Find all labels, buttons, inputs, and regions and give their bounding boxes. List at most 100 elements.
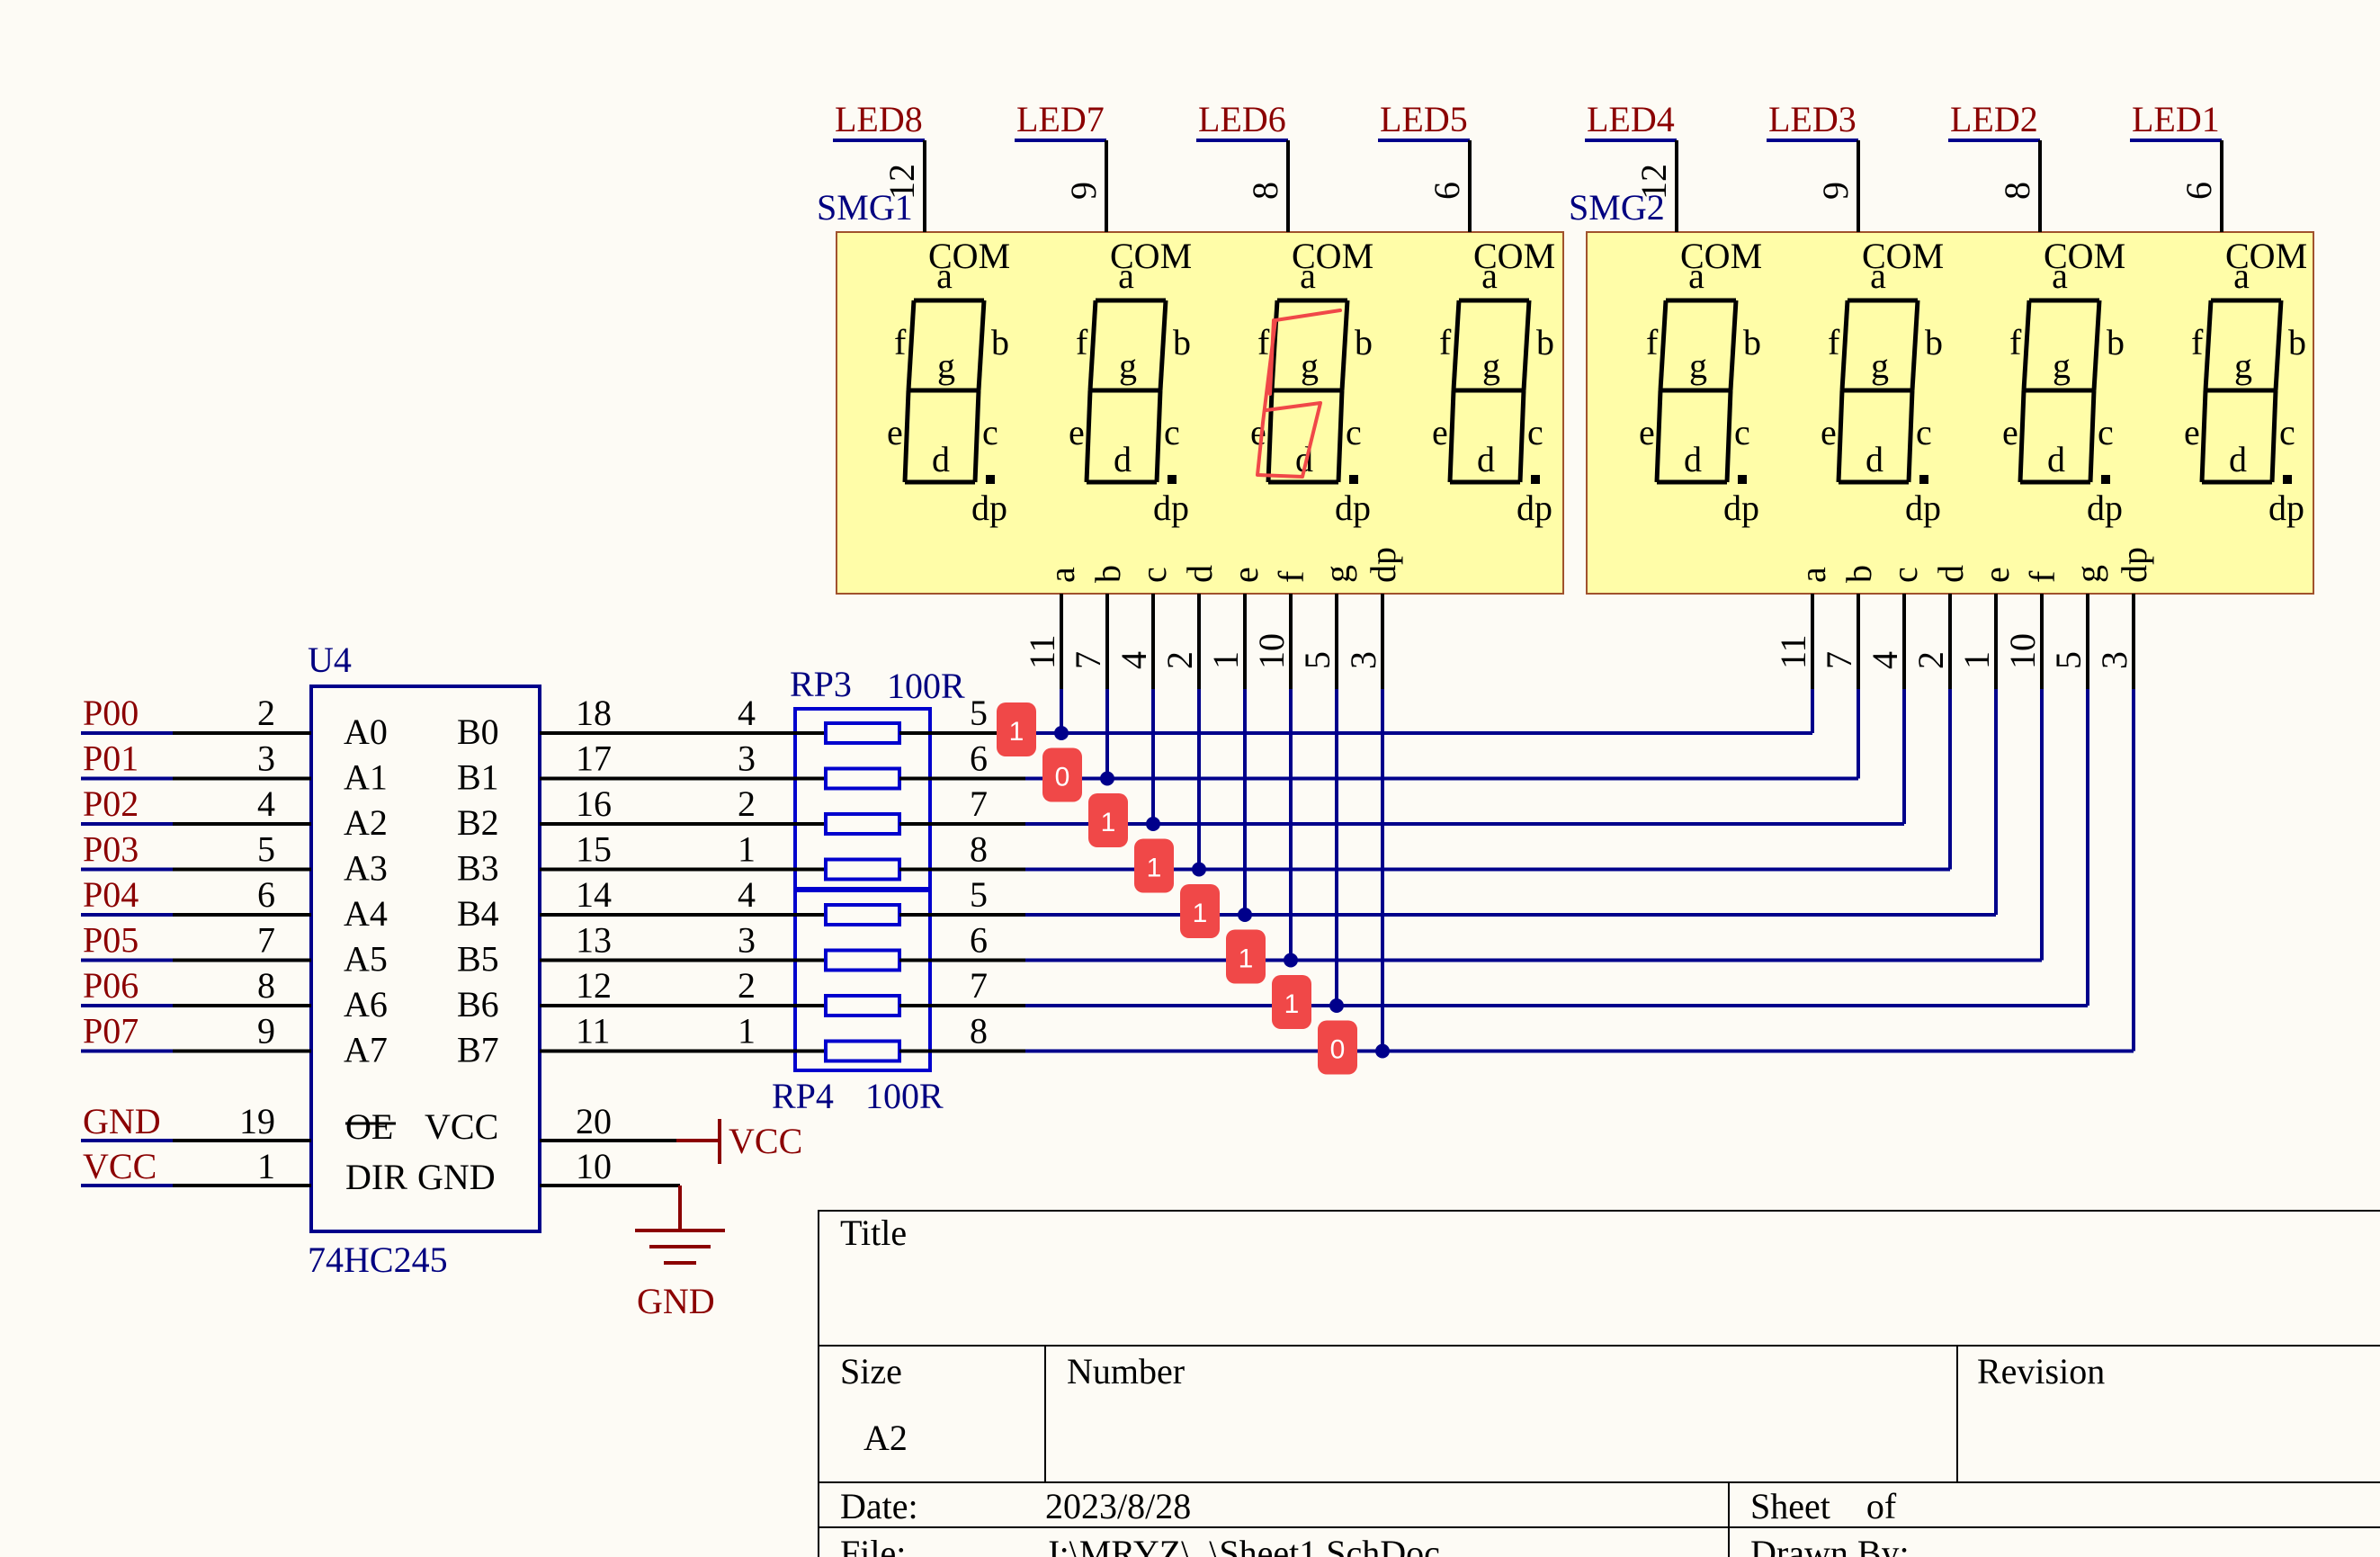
sheet-label: Sheet of [1750, 1486, 1897, 1526]
segment-label-g: g [937, 345, 955, 386]
title-label: Title [840, 1212, 907, 1253]
display-smg1-body[interactable] [836, 231, 1564, 595]
segment-pin-name: b [1839, 565, 1879, 583]
segment-e [1084, 389, 1093, 483]
pin-name: A0 [344, 711, 388, 752]
segment-pin-number: 5 [1297, 651, 1338, 669]
segment-e [1654, 389, 1663, 483]
segment-b [1910, 300, 1920, 391]
net-label-led1: LED1 [2132, 99, 2220, 139]
segment-pin-name: g [1317, 565, 1357, 583]
segment-label-b: b [1925, 322, 1943, 362]
resistor-pin-number: 3 [738, 920, 756, 961]
segment-pin-number: 4 [1865, 651, 1905, 669]
pin-name: B0 [457, 711, 499, 752]
segment-label-dp: dp [1905, 488, 1941, 528]
net-label-led6: LED6 [1198, 99, 1286, 139]
segment-label-f: f [1828, 322, 1840, 362]
segment-label-d: d [1684, 439, 1702, 479]
resistor-network-rp4[interactable]: RP4 100R [772, 889, 944, 1116]
segment-label-c: c [2279, 412, 2295, 452]
segment-label-f: f [1439, 322, 1452, 362]
segment-pin-number: 11 [1022, 634, 1062, 669]
com-pin-number: 9 [1815, 182, 1856, 200]
display-smg2-body[interactable] [1586, 231, 2314, 595]
net-label-led8: LED8 [835, 99, 923, 139]
segment-pin-number: 3 [2094, 651, 2134, 669]
segment-f [2203, 300, 2214, 391]
badge-value: 0 [1055, 763, 1070, 792]
rp3-designator: RP3 [790, 664, 852, 704]
segment-pin-number: 3 [1343, 651, 1383, 669]
badge-value: 1 [1284, 989, 1300, 1019]
resistor-pin-number: 1 [738, 1011, 756, 1051]
badge-value: 1 [1101, 808, 1116, 837]
segment-label-e: e [1821, 412, 1837, 452]
segment-label-e: e [887, 412, 903, 452]
file-value: J:\MRYZ\..\Sheet1.SchDoc [1045, 1533, 1440, 1557]
segment-e [902, 389, 911, 483]
net-label-p05: P05 [83, 920, 139, 961]
ic-part-name: 74HC245 [308, 1239, 448, 1280]
badge-value: 1 [1147, 854, 1162, 883]
segment-pin-name: f [1271, 570, 1311, 583]
pin-number: 14 [576, 874, 612, 915]
segment-pin-name: b [1087, 565, 1128, 583]
segment-label-b: b [991, 322, 1009, 362]
segment-label-b: b [1173, 322, 1191, 362]
state-badge: 1 [1226, 929, 1266, 984]
segment-c [1724, 389, 1733, 483]
segment-label-e: e [1432, 412, 1448, 452]
rp3-value: 100R [887, 666, 965, 706]
pin-name: B6 [457, 984, 499, 1025]
pin-name: A5 [344, 939, 388, 980]
segment-pin-number: 7 [1068, 651, 1108, 669]
seven-segment-digits: COMabcdefgdpCOMabcdefgdpCOMabcdefgdpCOMa… [887, 236, 2307, 528]
state-badge: 1 [1272, 975, 1311, 1029]
annotation-stroke [1256, 309, 1342, 479]
badge-value: 1 [1193, 899, 1208, 928]
junction-dot [1146, 817, 1160, 831]
resistor-pin-number: 4 [738, 874, 756, 915]
segment-label-dp: dp [1335, 488, 1371, 528]
segment-dp-dot [1919, 475, 1928, 484]
segment-label-e: e [2002, 412, 2018, 452]
segment-label-f: f [894, 322, 907, 362]
net-label-vcc: VCC [83, 1146, 157, 1186]
segment-pin-name: d [1930, 565, 1971, 583]
net-label-led4: LED4 [1587, 99, 1675, 139]
pin-name: B7 [457, 1030, 499, 1070]
file-label: File: [840, 1533, 906, 1557]
segment-b [1339, 300, 1350, 391]
junction-dot [1054, 726, 1069, 740]
junction-dot [1100, 771, 1114, 786]
smg2-designator: SMG2 [1569, 187, 1665, 228]
segment-label-dp: dp [1723, 488, 1759, 528]
segment-label-dp: dp [1153, 488, 1189, 528]
resistor-pin-number: 3 [738, 738, 756, 779]
segment-pin-name: e [1976, 567, 2017, 583]
segment-e [1266, 389, 1275, 483]
segment-e [2199, 389, 2208, 483]
smg1-designator: SMG1 [817, 187, 913, 228]
resistor-pin-number: 4 [738, 693, 756, 733]
segment-pin-name: g [2068, 565, 2108, 583]
pin-name: A6 [344, 984, 388, 1025]
state-badge: 1 [997, 702, 1036, 756]
segment-f [906, 300, 917, 391]
segment-pin-number: 10 [2002, 633, 2043, 669]
segment-f [1839, 300, 1850, 391]
segment-dp-dot [1168, 475, 1177, 484]
pin-name: OE [345, 1106, 393, 1147]
segment-dp-dot [1738, 475, 1747, 484]
com-label: COM [1473, 236, 1555, 276]
segment-label-d: d [932, 439, 950, 479]
segment-bus-wires [1025, 689, 2135, 1059]
segment-e [1447, 389, 1456, 483]
com-label: COM [1110, 236, 1192, 276]
